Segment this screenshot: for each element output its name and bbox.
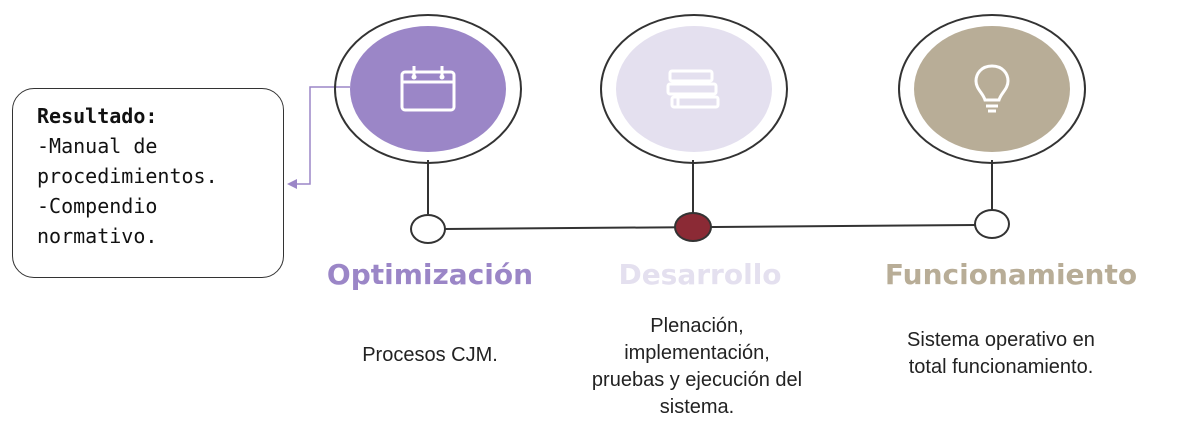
stage-title-funcionamiento: Funcionamiento [884, 258, 1138, 291]
stage-title-optimizacion: Optimización [326, 258, 534, 291]
stage-desc-desarrollo: Plenación, implementación, pruebas y eje… [591, 315, 803, 418]
stage-desc-optimizacion: Procesos CJM. [362, 344, 498, 366]
result-box: Resultado: -Manual de procedimientos. -C… [12, 88, 284, 278]
stage-funcionamiento-circle [898, 14, 1086, 164]
stage-desarrollo-fill [616, 26, 772, 152]
stage-optimizacion-circle [334, 14, 522, 164]
timeline-node-desarrollo [674, 212, 712, 242]
result-item: -Compendio [37, 194, 158, 218]
stage-funcionamiento-fill [914, 26, 1070, 152]
stage-desc-funcionamiento: Sistema operativo en total funcionamient… [907, 329, 1095, 378]
result-item: procedimientos. [37, 164, 218, 188]
timeline-node-funcionamiento [974, 209, 1010, 239]
timeline-node-optimizacion [410, 214, 446, 244]
calendar-icon [400, 66, 456, 112]
result-title: Resultado: [37, 104, 158, 128]
stage-title-desarrollo: Desarrollo [618, 258, 782, 291]
stage-desarrollo-circle [600, 14, 788, 164]
result-item: -Manual de [37, 134, 158, 158]
books-icon [666, 69, 720, 109]
lightbulb-icon [974, 64, 1010, 113]
stage-optimizacion-fill [350, 26, 506, 152]
result-item: normativo. [37, 224, 158, 248]
